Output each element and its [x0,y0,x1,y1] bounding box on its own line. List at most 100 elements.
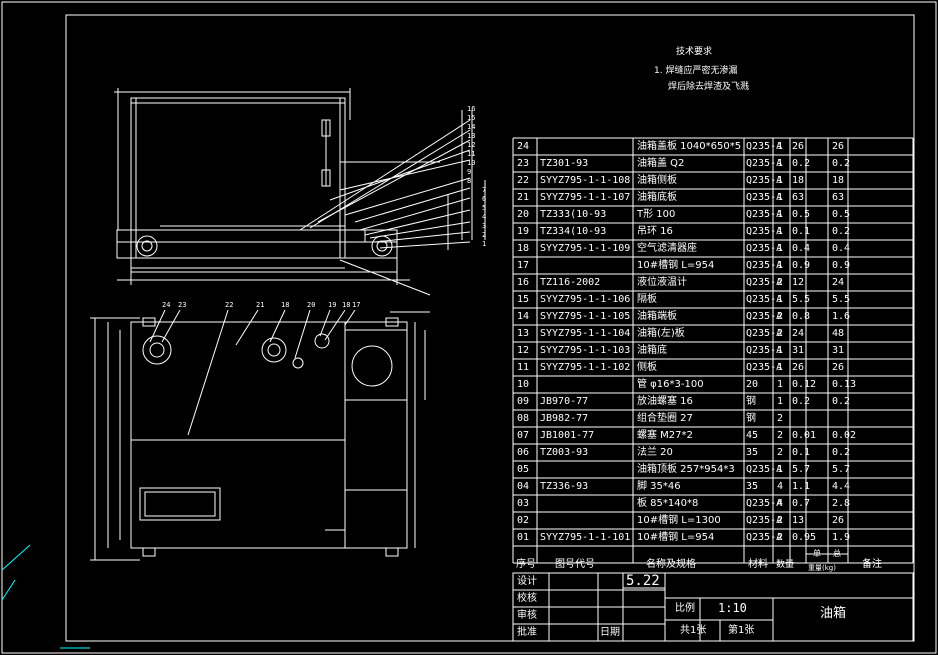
tb-sheets-total: 共1张 [680,625,707,636]
bom-cell-qty: 1 [777,345,784,356]
bom-cell-total: 0.9 [832,260,851,271]
bom-cell-material: Q235-A [746,498,783,509]
bom-cell-name: 油箱底板 [637,192,677,203]
bom-cell-no: 13 [517,328,530,339]
bom-cell-code: SYYZ795-1-1-106 [540,294,631,305]
bom-cell-name: 油箱盖板 1040*650*5 [637,141,742,152]
balloon-number: 16 [467,105,476,113]
balloon-number: 5 [482,204,487,212]
inner-frame [65,14,915,642]
tb-check-label: 校核 [517,593,537,604]
bom-cell-material: Q235-A [746,175,783,186]
bom-cell-unit: 13 [792,515,805,526]
balloon-number: 7 [482,186,487,194]
bom-cell-material: Q235-A [746,464,783,475]
bom-cell-no: 05 [517,464,530,475]
bom-cell-qty: 2 [777,532,784,543]
bom-cell-qty: 1 [777,464,784,475]
bom-cell-total: 26 [832,515,845,526]
balloon-number: 6 [482,195,487,203]
bom-cell-name: 管 φ16*3-100 [637,379,704,390]
tb-scale-label: 比例 [675,603,695,614]
bom-cell-unit: 0.5 [792,209,811,220]
bom-cell-no: 06 [517,447,530,458]
bom-cell-total: 0.5 [832,209,851,220]
bom-cell-qty: 2 [777,413,784,424]
bom-cell-material: Q235-A [746,532,783,543]
bom-cell-no: 09 [517,396,530,407]
bom-cell-name: 组合垫圈 27 [637,413,693,424]
balloon-number: 8 [467,177,472,185]
bom-cell-no: 20 [517,209,530,220]
plan-view [90,309,430,561]
balloon-number: 24 [162,301,171,309]
bom-cell-name: 放油螺塞 16 [637,396,693,407]
bom-cell-unit: 0.1 [792,447,811,458]
bom-cell-qty: 1 [777,396,784,407]
bom-cell-qty: 1 [777,294,784,305]
balloon-number: 4 [482,213,487,221]
bom-cell-unit: 1.1 [792,481,811,492]
bom-cell-unit: 63 [792,192,805,203]
bom-cell-unit: 0.8 [792,311,811,322]
bom-cell-total: 26 [832,141,845,152]
bom-cell-unit: 0.2 [792,158,811,169]
bom-cell-total: 0.2 [832,226,851,237]
bom-table-grid [512,137,914,564]
bom-header-weight-unit: 重量(kg) [808,564,836,572]
bom-cell-no: 04 [517,481,530,492]
tank-body-outline [130,97,346,259]
bom-cell-code: TZ301-93 [540,158,589,169]
bom-cell-unit: 0.01 [792,430,817,441]
bom-cell-code: SYYZ795-1-1-102 [540,362,631,373]
balloon-number: 1 [482,240,487,248]
bom-cell-unit: 0.12 [792,379,817,390]
bom-cell-qty: 2 [777,447,784,458]
bom-cell-name: 10#槽钢 L=954 [637,532,715,543]
bom-cell-name: 油箱盖 Q2 [637,158,685,169]
bom-cell-name: T形 100 [637,209,676,220]
bom-cell-name: 隔板 [637,294,657,305]
cad-cursor-marks [1,544,90,649]
bom-cell-name: 10#槽钢 L=1300 [637,515,721,526]
notes-heading: 技术要求 [676,47,713,57]
bom-cell-total: 0.2 [832,396,851,407]
bom-cell-material: 35 [746,447,759,458]
bom-cell-no: 19 [517,226,530,237]
bom-cell-total: 18 [832,175,845,186]
bom-cell-qty: 4 [777,481,784,492]
bom-cell-material: Q235-A [746,311,783,322]
bom-cell-material: Q235-A [746,209,783,220]
bom-cell-qty: 1 [777,209,784,220]
bom-cell-no: 22 [517,175,530,186]
bom-cell-code: JB982-77 [540,413,589,424]
bom-cell-name: 油箱顶板 257*954*3 [637,464,735,475]
bom-cell-total: 0.2 [832,158,851,169]
bom-cell-no: 18 [517,243,530,254]
bom-cell-name: 液位液温计 [637,277,687,288]
bom-header-qty: 数量 [776,560,795,570]
balloon-number: 13 [467,132,476,140]
bom-cell-code: SYYZ795-1-1-108 [540,175,631,186]
bom-cell-qty: 1 [777,141,784,152]
bom-cell-material: 钢 [746,396,756,407]
bom-header-code: 图号代号 [555,559,595,570]
bom-cell-no: 10 [517,379,530,390]
bom-cell-no: 16 [517,277,530,288]
bom-cell-total: 5.7 [832,464,851,475]
tb-approve-label: 批准 [517,627,537,638]
bom-cell-unit: 26 [792,141,805,152]
bom-cell-unit: 5.7 [792,464,811,475]
bom-cell-unit: 12 [792,277,805,288]
bom-cell-code: SYYZ795-1-1-104 [540,328,631,339]
bom-cell-qty: 1 [777,362,784,373]
bom-cell-unit: 0.95 [792,532,817,543]
bom-cell-unit: 0.2 [792,396,811,407]
bom-cell-material: Q235-A [746,141,783,152]
bom-cell-total: 2.8 [832,498,851,509]
bom-cell-unit: 18 [792,175,805,186]
notes-line-2: 焊后除去焊渣及飞溅 [668,82,750,92]
bom-cell-code: TZ334(10-93 [540,226,607,237]
tb-drawing-title: 油箱 [820,606,847,621]
